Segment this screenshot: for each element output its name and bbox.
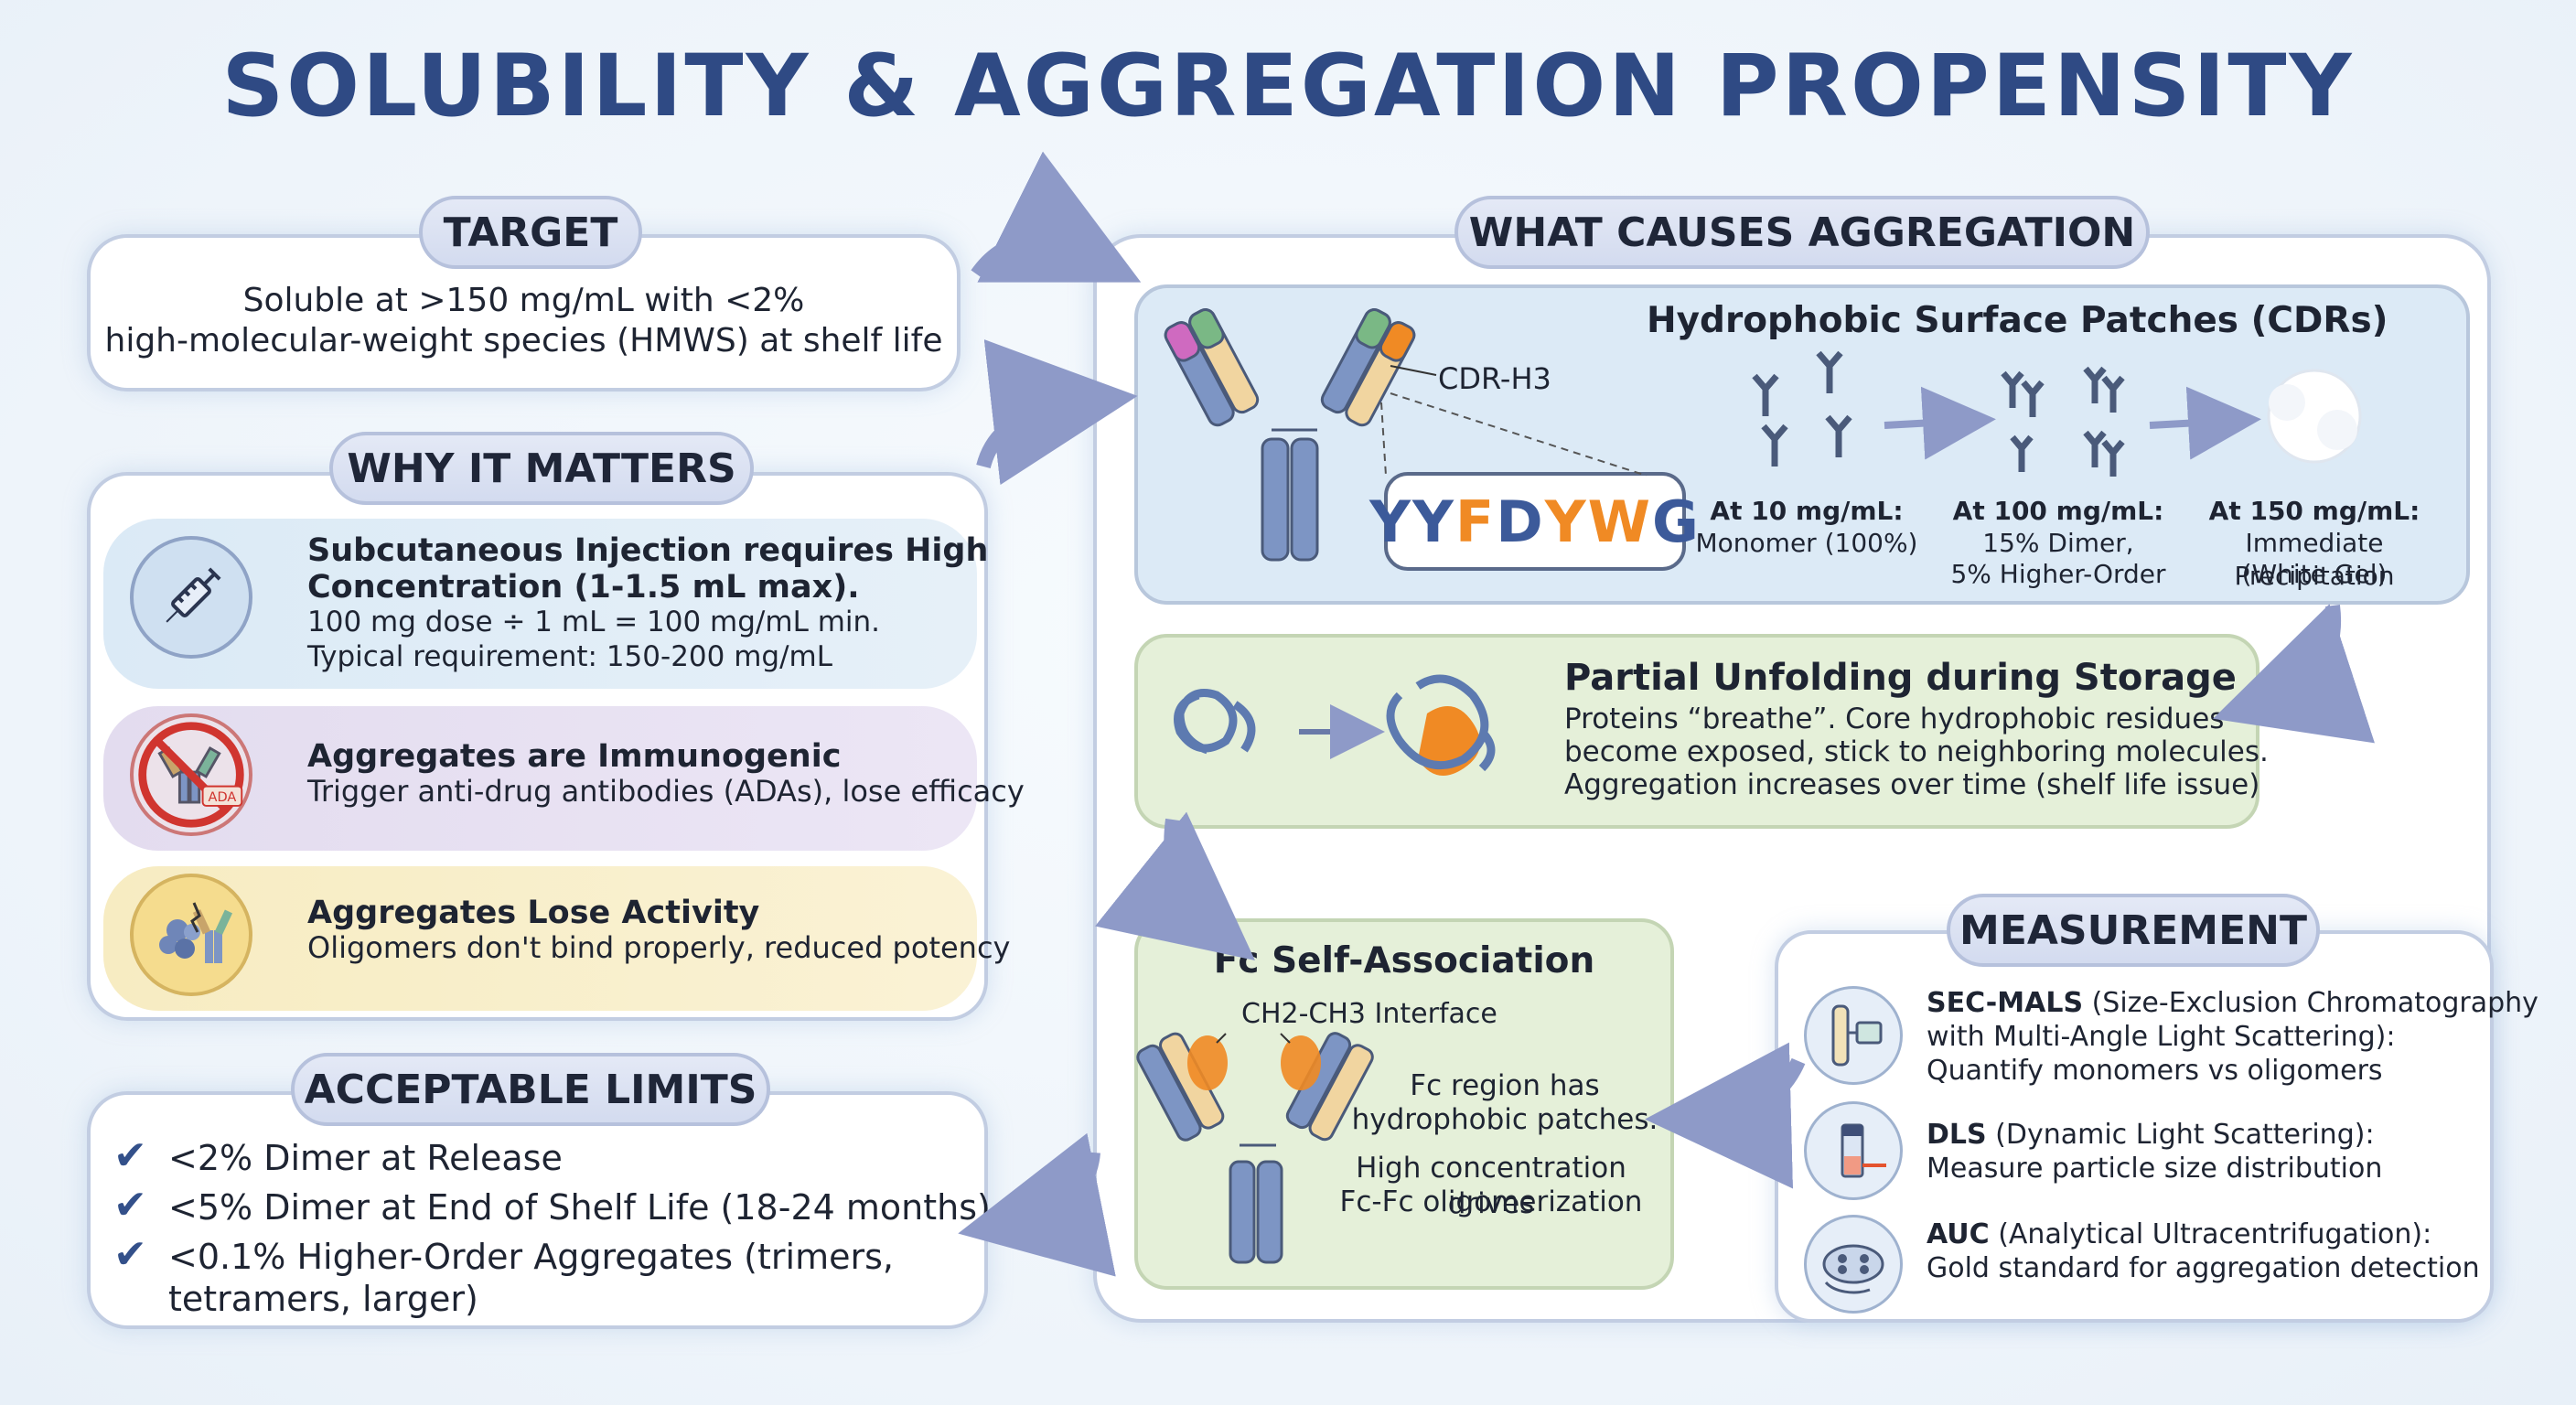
why-heading: WHY IT MATTERS <box>329 432 754 505</box>
stage-3-l1: Immediate Precipitation <box>2234 528 2395 591</box>
target-heading: TARGET <box>419 196 642 269</box>
limit-1: <2% Dimer at Release <box>168 1138 563 1178</box>
stage-1-head: At 10 mg/mL: <box>1710 496 1904 526</box>
unfolding-l1: Proteins “breathe”. Core hydrophobic res… <box>1564 702 2225 735</box>
unfolding-l2: become exposed, stick to neighboring mol… <box>1564 735 2269 768</box>
dls-l1: (Dynamic Light Scattering): <box>1986 1119 2375 1151</box>
why-3-detail: Oligomers don't bind properly, reduced p… <box>307 930 1011 965</box>
sequence-letter: F <box>1454 488 1497 555</box>
why-2-title: Aggregates are Immunogenic <box>307 738 842 775</box>
sec-mals-l3: Quantify monomers vs oligomers <box>1927 1055 2383 1087</box>
fc-interface: CH2-CH3 Interface <box>1241 998 1497 1030</box>
arrow-fc-to-limits <box>958 1132 1116 1277</box>
fc-l4: Fc-Fc oligomerization <box>1339 1185 1643 1218</box>
fc-title: Fc Self-Association <box>1213 940 1595 981</box>
target-line-1: Soluble at >150 mg/mL with <2% <box>242 282 805 319</box>
sec-mals-l1: (Size-Exclusion Chromatography <box>2083 987 2538 1019</box>
dls-line-1: DLS (Dynamic Light Scattering): <box>1927 1118 2375 1153</box>
limit-3: <0.1% Higher-Order Aggregates (trimers, <box>168 1237 894 1277</box>
arrow-why-to-causes <box>976 339 1138 486</box>
broken-aggregate-icon <box>130 874 252 996</box>
sequence-letter: W <box>1587 488 1653 555</box>
target-line-2: high-molecular-weight species (HMWS) at … <box>104 322 943 359</box>
stage-2-l1: 15% Dimer, <box>1982 528 2134 558</box>
stage-1-l1: Monomer (100%) <box>1695 528 1918 558</box>
auc-l2: Gold standard for aggregation detection <box>1927 1252 2480 1284</box>
stage-2-head: At 100 mg/mL: <box>1952 496 2164 526</box>
arrow-target-to-causes <box>971 151 1142 283</box>
dls-abbr: DLS <box>1927 1119 1987 1151</box>
auc-abbr: AUC <box>1927 1218 1990 1250</box>
unfolding-title: Partial Unfolding during Storage <box>1564 657 2237 699</box>
why-1-title-1: Subcutaneous Injection requires High <box>307 532 989 569</box>
why-1-detail-1: 100 mg dose ÷ 1 mL = 100 mg/mL min. <box>307 606 881 638</box>
limit-2: <5% Dimer at End of Shelf Life (18-24 mo… <box>168 1187 991 1228</box>
limits-card <box>87 1091 988 1329</box>
fc-panel <box>1134 918 1674 1290</box>
fc-l3: High concentration drives <box>1356 1152 1626 1221</box>
sec-mals-abbr: SEC-MALS <box>1927 987 2084 1019</box>
sequence-letter: G <box>1652 488 1701 555</box>
sequence-letter: Y <box>1544 488 1588 555</box>
check-icon: ✔ <box>113 1132 147 1179</box>
why-1-title-2: Concentration (1-1.5 mL max). <box>307 569 860 606</box>
sec-mals-l2: with Multi-Angle Light Scattering): <box>1927 1021 2396 1053</box>
cuvette-laser-icon <box>1804 1101 1903 1200</box>
cdr-h3-label: CDR-H3 <box>1438 361 1551 396</box>
stage-2-l2: 5% Higher-Order <box>1950 559 2166 589</box>
auc-l1: (Analytical Ultracentrifugation): <box>1989 1218 2432 1250</box>
page-title: SOLUBILITY & AGGREGATION PROPENSITY <box>221 37 2355 136</box>
centrifuge-rotor-icon <box>1804 1215 1903 1314</box>
fc-l2: hydrophobic patches. <box>1351 1103 1658 1136</box>
sequence-letter: Y <box>1412 488 1455 555</box>
auc-line-1: AUC (Analytical Ultracentrifugation): <box>1927 1217 2431 1252</box>
check-icon: ✔ <box>113 1182 147 1228</box>
unfolding-l3: Aggregation increases over time (shelf l… <box>1564 768 2260 801</box>
limits-heading: ACCEPTABLE LIMITS <box>291 1053 770 1126</box>
measurement-heading: MEASUREMENT <box>1947 894 2320 967</box>
sequence-letter: D <box>1496 488 1545 555</box>
causes-heading: WHAT CAUSES AGGREGATION <box>1454 196 2150 269</box>
sequence-letter: Y <box>1369 488 1412 555</box>
no-antibody-ada-icon: ADA <box>130 713 252 836</box>
why-3-title: Aggregates Lose Activity <box>307 895 760 931</box>
why-1-detail-2: Typical requirement: 150-200 mg/mL <box>307 640 832 673</box>
fc-l1: Fc region has <box>1410 1069 1600 1102</box>
ada-badge-text: ADA <box>209 790 237 805</box>
dls-l2: Measure particle size distribution <box>1927 1153 2383 1185</box>
hydrophobic-title: Hydrophobic Surface Patches (CDRs) <box>1647 300 2388 341</box>
stage-3-l2: (White Gel) <box>2241 559 2388 589</box>
stage-3-head: At 150 mg/mL: <box>2208 496 2420 526</box>
sec-mals-line-1: SEC-MALS (Size-Exclusion Chromatography <box>1927 986 2538 1021</box>
syringe-icon <box>130 536 252 659</box>
sec-column-icon <box>1804 986 1903 1085</box>
limit-3-cont: tetramers, larger) <box>168 1279 478 1319</box>
check-icon: ✔ <box>113 1231 147 1278</box>
why-2-detail: Trigger anti-drug antibodies (ADAs), los… <box>307 774 1025 809</box>
